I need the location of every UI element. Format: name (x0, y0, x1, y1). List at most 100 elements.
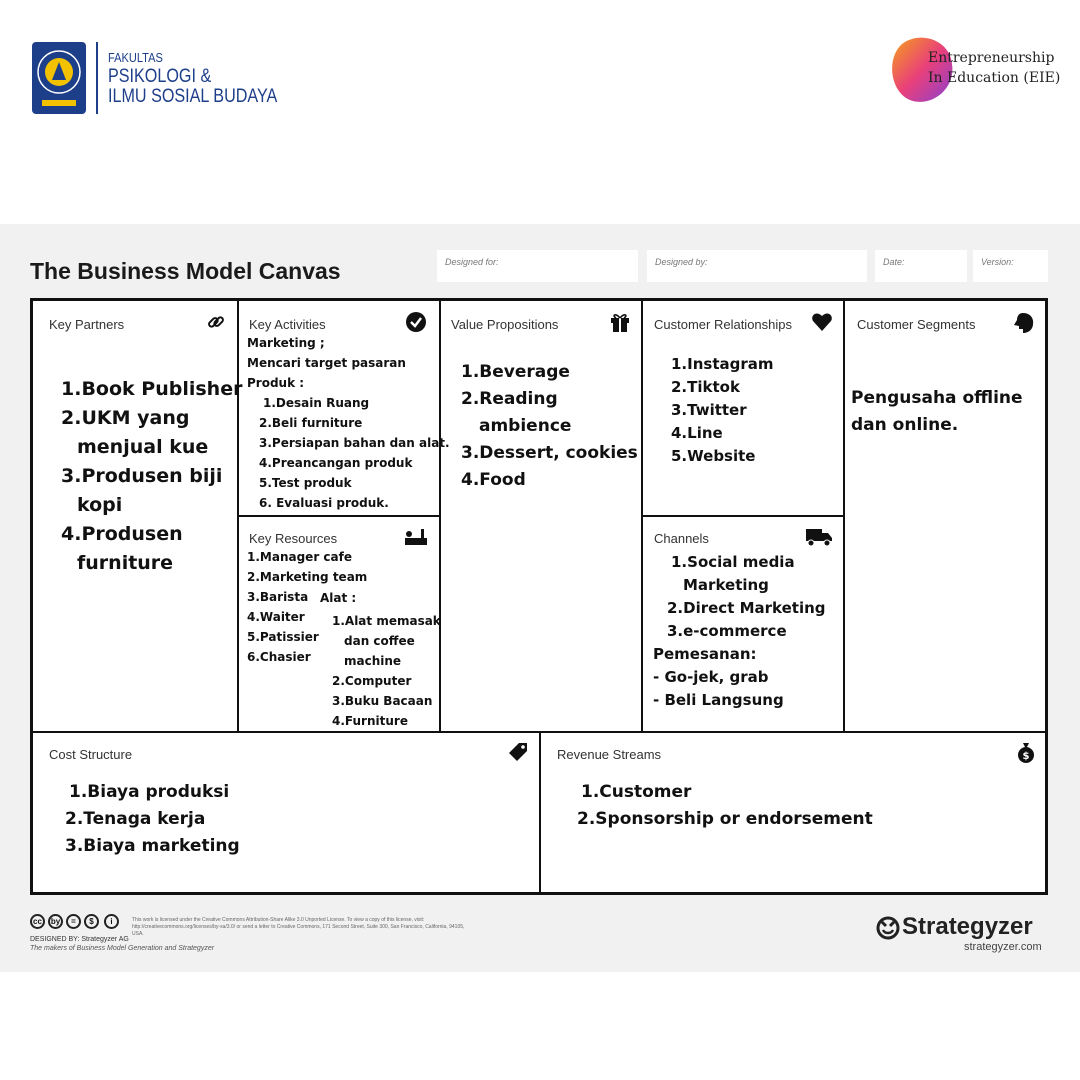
customer-relationships-item: 1.Instagram (671, 355, 774, 373)
channels-label: Channels (654, 531, 709, 546)
eie-line-1: Entrepreneurship (928, 50, 1055, 66)
revenue-streams-item: 1.Customer (581, 782, 692, 802)
key-resources-item: 2.Marketing team (247, 570, 368, 584)
designed-by-field[interactable]: Designed by: (647, 250, 867, 282)
faculty-line-1: FAKULTAS (108, 50, 163, 65)
key-activities-item: Mencari target pasaran (247, 356, 406, 370)
gift-icon (611, 314, 629, 332)
price-tag-icon (509, 743, 527, 761)
cost-structure-label: Cost Structure (49, 747, 133, 762)
alat-item: 3.Buku Bacaan (332, 694, 433, 708)
header-divider (96, 42, 98, 114)
channels-item: 1.Social media (671, 553, 795, 571)
key-partners-block: Key Partners 1.Book Publisher 2.UKM yang… (33, 301, 243, 733)
key-resources-item: 4.Waiter (247, 610, 305, 624)
key-activities-label: Key Activities (249, 317, 326, 332)
customer-relationships-item: 3.Twitter (671, 401, 747, 419)
customer-relationships-block: Customer Relationships 1.Instagram 2.Tik… (641, 301, 845, 517)
key-partners-item: 1.Book Publisher (61, 378, 243, 400)
customer-segments-block: Customer Segments Pengusaha offline dan … (843, 301, 1045, 733)
alat-item: 4.Furniture (332, 714, 408, 728)
key-partners-item: 4.Produsen (61, 523, 183, 545)
key-activities-item: 3.Persiapan bahan dan alat. (259, 436, 450, 450)
svg-text:$: $ (1023, 751, 1030, 762)
key-activities-item: 2.Beli furniture (259, 416, 363, 430)
value-propositions-item: 4.Food (461, 470, 526, 490)
key-resources-item: 6.Chasier (247, 650, 311, 664)
makers-credit: The makers of Business Model Generation … (30, 945, 215, 952)
heart-icon (812, 313, 832, 331)
alat-item: machine (344, 654, 402, 668)
cost-structure-item: 1.Biaya produksi (69, 782, 230, 802)
money-bag-icon: $ (1018, 743, 1034, 763)
customer-relationships-item: 2.Tiktok (671, 378, 740, 396)
channels-item: - Beli Langsung (653, 691, 784, 709)
value-propositions-label: Value Propositions (451, 317, 559, 332)
channels-item: Marketing (683, 576, 769, 594)
customer-relationships-item: 4.Line (671, 424, 723, 442)
strategyzer-logo-icon (876, 916, 900, 940)
faculty-line-2: PSIKOLOGI & (108, 66, 212, 87)
value-propositions-item: 2.Reading (461, 389, 558, 409)
customer-segments-item: dan online. (851, 415, 959, 435)
by-license-icon: by (48, 914, 63, 929)
link-icon (208, 316, 224, 328)
key-resources-item: 5.Patissier (247, 630, 319, 644)
university-seal-logo (32, 42, 86, 114)
strategyzer-brand: Strategyzer (902, 913, 1033, 940)
key-activities-item: 1.Desain Ruang (263, 396, 370, 410)
alat-item: 2.Computer (332, 674, 412, 688)
value-propositions-item: 3.Dessert, cookies (461, 443, 638, 463)
info-icon: i (104, 914, 119, 929)
designed-for-field[interactable]: Designed for: (437, 250, 638, 282)
date-field[interactable]: Date: (875, 250, 967, 282)
key-partners-item: 3.Produsen biji (61, 465, 223, 487)
factory-worker-icon (405, 529, 427, 545)
person-head-icon (1014, 313, 1034, 333)
cost-structure-block: Cost Structure 1.Biaya produksi 2.Tenaga… (33, 731, 541, 892)
channels-item: 3.e-commerce (667, 622, 787, 640)
key-partners-item: 2.UKM yang (61, 407, 190, 429)
key-activities-block: Key Activities Marketing ; Mencari targe… (237, 301, 450, 517)
key-partners-label: Key Partners (49, 317, 125, 332)
alat-label: Alat : (320, 591, 357, 605)
designed-by-credit: DESIGNED BY: Strategyzer AG (30, 936, 129, 943)
key-activities-item: 4.Preancangan produk (259, 456, 413, 470)
key-resources-block: Key Resources 1.Manager cafe 2.Marketing… (237, 515, 441, 733)
strategyzer-url[interactable]: strategyzer.com (964, 941, 1042, 953)
eie-logo-blob (892, 37, 953, 102)
faculty-line-3: ILMU SOSIAL BUDAYA (108, 86, 278, 107)
nc-license-icon: $ (84, 914, 99, 929)
revenue-streams-label: Revenue Streams (557, 747, 662, 762)
customer-relationships-label: Customer Relationships (654, 317, 793, 332)
customer-segments-item: Pengusaha offline (851, 388, 1023, 408)
revenue-streams-item: 2.Sponsorship or endorsement (577, 809, 873, 829)
revenue-streams-block: Revenue Streams $ 1.Customer 2.Sponsorsh… (539, 731, 1045, 892)
alat-item: 1.Alat memasak (332, 614, 441, 628)
channels-item: - Go-jek, grab (653, 668, 769, 686)
canvas-title: The Business Model Canvas (30, 258, 341, 284)
cc-license-icon: cc (30, 914, 45, 929)
channels-item: Pemesanan: (653, 645, 757, 663)
channels-block: Channels 1.Social media Marketing 2.Dire… (641, 515, 845, 733)
version-field[interactable]: Version: (973, 250, 1048, 282)
key-resources-label: Key Resources (249, 531, 338, 546)
key-activities-item: 6. Evaluasi produk. (259, 496, 389, 510)
truck-icon (806, 529, 832, 547)
value-propositions-block: Value Propositions 1.Beverage 2.Reading … (439, 301, 643, 733)
license-text: This work is licensed under the Creative… (132, 917, 465, 937)
value-propositions-item: 1.Beverage (461, 362, 570, 382)
eie-line-2: In Education (EIE) (928, 70, 1061, 86)
key-activities-item: Marketing ; (247, 336, 325, 350)
channels-item: 2.Direct Marketing (667, 599, 826, 617)
key-activities-item: 5.Test produk (259, 476, 352, 490)
key-partners-item: furniture (77, 552, 174, 574)
key-resources-item: 3.Barista (247, 590, 309, 604)
customer-segments-label: Customer Segments (857, 317, 976, 332)
alat-item: dan coffee (344, 634, 415, 648)
key-partners-item: kopi (77, 494, 123, 516)
key-resources-item: 1.Manager cafe (247, 550, 352, 564)
business-model-canvas-grid: Key Partners 1.Book Publisher 2.UKM yang… (30, 298, 1048, 895)
key-partners-item: menjual kue (77, 436, 209, 458)
key-activities-item: Produk : (247, 376, 305, 390)
